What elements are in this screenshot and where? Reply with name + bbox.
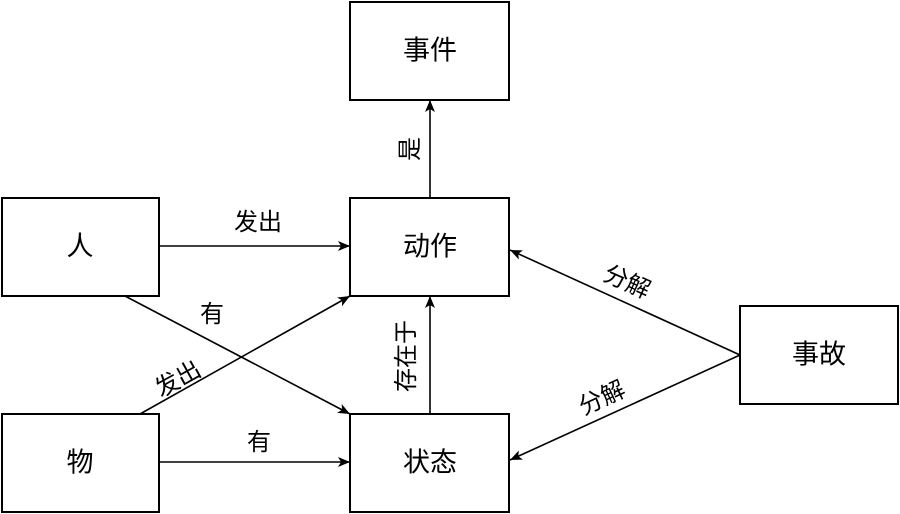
node-event-label: 事件 — [403, 36, 457, 67]
node-object-label: 物 — [67, 448, 94, 479]
node-event: 事件 — [349, 1, 510, 101]
node-person: 人 — [1, 197, 160, 297]
edge-label-person-has: 有 — [200, 300, 224, 328]
edge-label-is: 是 — [396, 137, 424, 161]
edge-person-to-state — [124, 295, 351, 415]
edge-accident-to-state — [509, 354, 741, 461]
node-person-label: 人 — [67, 232, 94, 263]
edge-label-person-emits: 发出 — [234, 208, 282, 236]
node-action-label: 动作 — [403, 232, 457, 263]
edge-label-decompose-action: 分解 — [599, 259, 654, 304]
node-state-label: 状态 — [403, 448, 457, 479]
node-object: 物 — [1, 413, 160, 513]
node-state: 状态 — [349, 413, 510, 513]
edge-label-decompose-state: 分解 — [574, 375, 629, 421]
edge-label-exists-in: 存在于 — [392, 320, 420, 392]
edge-object-to-action — [139, 295, 351, 415]
edge-label-object-emits: 发出 — [150, 355, 206, 403]
node-accident: 事故 — [739, 305, 899, 405]
node-action: 动作 — [349, 197, 510, 297]
node-accident-label: 事故 — [792, 340, 846, 371]
edge-label-object-has: 有 — [247, 428, 271, 456]
edge-accident-to-action — [509, 249, 741, 356]
